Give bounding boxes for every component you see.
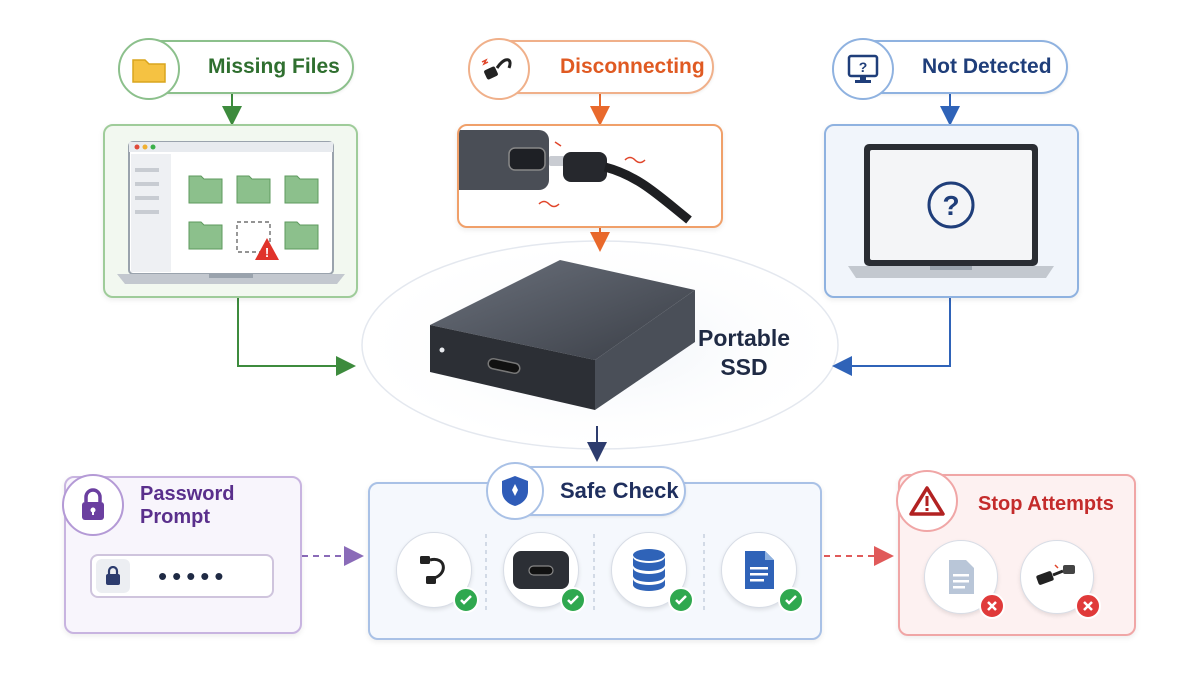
safe-check-pill: Safe Check <box>486 462 686 520</box>
check-document-item <box>721 532 804 613</box>
usb-cable-icon <box>420 556 445 584</box>
disconnecting-label: Disconnecting <box>560 55 705 78</box>
missing-files-panel: ! <box>103 124 358 298</box>
check-port-item <box>503 532 586 613</box>
check-ok-icon <box>778 587 804 613</box>
ssd-cable-unplugging-illustration <box>459 130 692 224</box>
safe-check-label: Safe Check <box>560 478 679 503</box>
laptop-folders-illustration: ! <box>117 141 345 284</box>
not-detected-label: Not Detected <box>922 55 1052 78</box>
ssd-label-line1: Portable <box>697 325 791 351</box>
document-icon <box>949 560 974 594</box>
database-icon <box>633 549 665 591</box>
input-lock-icon <box>96 559 130 593</box>
not-detected-pill: ? Not Detected <box>832 38 1068 100</box>
shield-icon <box>486 462 544 520</box>
password-prompt-pill: Password Prompt <box>62 474 298 536</box>
stop-x-icon <box>979 593 1005 619</box>
folder-icon <box>118 38 180 100</box>
laptop-question-illustration: ? <box>848 144 1054 278</box>
lock-icon <box>62 474 124 536</box>
missing-files-pill: Missing Files <box>118 38 354 100</box>
check-ok-icon <box>668 587 694 613</box>
check-database-item <box>611 532 694 613</box>
ssd-label: Portable SSD <box>684 324 804 382</box>
password-prompt-label: Password Prompt <box>140 483 235 528</box>
check-cable-item <box>396 532 479 613</box>
warning-icon <box>896 470 958 532</box>
stop-attempts-pill: Stop Attempts <box>896 470 1132 532</box>
missing-files-label: Missing Files <box>208 55 340 78</box>
password-input[interactable]: ••••• <box>90 554 274 598</box>
document-icon <box>745 551 774 589</box>
not-detected-panel: ? <box>824 124 1079 298</box>
portable-ssd-illustration <box>430 260 695 410</box>
svg-text:?: ? <box>859 59 868 75</box>
check-ok-icon <box>560 587 586 613</box>
stop-x-icon <box>1075 593 1101 619</box>
stop-attempts-label: Stop Attempts <box>978 492 1114 515</box>
safe-check-dividers <box>485 534 705 612</box>
monitor-question-icon: ? <box>832 38 894 100</box>
stop-cable-item <box>1020 540 1101 619</box>
password-mask: ••••• <box>158 560 229 591</box>
ssd-label-line2: SSD <box>720 354 768 380</box>
check-ok-icon <box>453 587 479 613</box>
usb-c-port-icon <box>513 551 569 589</box>
stop-document-item <box>924 540 1005 619</box>
cable-icon <box>468 38 530 100</box>
svg-text:!: ! <box>265 245 269 260</box>
disconnecting-pill: Disconnecting <box>468 38 714 100</box>
disconnecting-panel <box>457 124 723 228</box>
svg-text:?: ? <box>942 190 959 221</box>
cable-icon <box>1036 564 1075 585</box>
